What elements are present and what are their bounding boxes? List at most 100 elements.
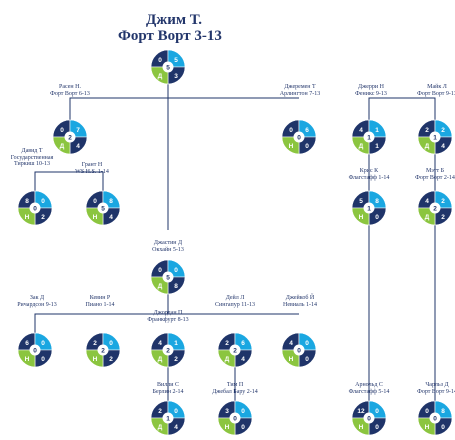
quadrant-value-br: 4 xyxy=(109,214,113,221)
quadrant-value-br: 3 xyxy=(174,73,178,80)
center-disc xyxy=(64,131,76,143)
quadrant-value-tr: 2 xyxy=(441,198,445,205)
quadrant-value-tl: 2 xyxy=(158,408,162,415)
quadrant-bl xyxy=(281,136,300,155)
quadrant-bl xyxy=(417,136,436,155)
quadrant-value-bl: Д xyxy=(158,356,163,363)
center-value: 2 xyxy=(433,205,437,212)
quadrant-value-br: 0 xyxy=(305,143,309,150)
quadrant-value-bl: Н xyxy=(289,356,294,363)
quadrant-value-bl: Н xyxy=(25,214,30,221)
node-name: Джастин Д xyxy=(153,240,183,246)
center-value: 5 xyxy=(166,64,170,71)
quadrant-value-tl: 0 xyxy=(158,57,162,64)
quadrant-value-tl: 0 xyxy=(425,408,429,415)
quadrant-value-br: 0 xyxy=(241,424,245,431)
node-place: Сингапур 11-13 xyxy=(215,301,255,308)
center-disc xyxy=(293,344,305,356)
quadrant-value-bl: Н xyxy=(359,424,364,431)
quadrant-value-br: 2 xyxy=(441,214,445,221)
node-place: Берлин 2-14 xyxy=(152,388,184,395)
center-value: 1 xyxy=(367,134,371,141)
quadrant-value-br: 2 xyxy=(109,356,113,363)
quadrant-value-tr: 0 xyxy=(41,198,45,205)
quadrant-bl xyxy=(150,349,169,368)
root-place: Форт Ворт 3-13 xyxy=(118,28,222,44)
node-name: Тим П xyxy=(226,382,244,388)
center-value: 5 xyxy=(101,205,105,212)
node-name: Джеремен Т xyxy=(284,84,316,90)
node-name: Зак Д xyxy=(29,295,45,301)
center-disc xyxy=(429,202,441,214)
quadrant-value-bl: Д xyxy=(425,143,430,150)
quadrant-value-bl: Д xyxy=(158,73,163,80)
quadrant-value-tr: 0 xyxy=(305,340,309,347)
quadrant-value-br: 0 xyxy=(41,356,45,363)
node-name: Грант Н xyxy=(81,162,103,168)
center-value: 0 xyxy=(297,347,301,354)
node-place: Форт Ворт 9-13 xyxy=(417,90,455,97)
node-place: Пиано 1-14 xyxy=(85,301,115,308)
connector-lines xyxy=(34,50,436,401)
center-disc xyxy=(229,344,241,356)
center-disc xyxy=(97,202,109,214)
node-name: Кевин Р xyxy=(89,295,111,301)
quadrant-value-tr: 1 xyxy=(174,340,178,347)
quadrant-value-tl: 4 xyxy=(359,127,363,134)
center-disc xyxy=(29,344,41,356)
quadrant-bl xyxy=(52,136,71,155)
center-disc xyxy=(363,131,375,143)
quadrant-value-bl: Н xyxy=(359,214,364,221)
center-value: 2 xyxy=(68,134,72,141)
quadrant-bl xyxy=(417,417,436,436)
node-place: Флагстафф 1-14 xyxy=(348,174,390,181)
quadrant-value-tr: 8 xyxy=(109,198,113,205)
quadrant-value-bl: Н xyxy=(225,424,230,431)
connector-line xyxy=(368,97,436,120)
quadrant-value-tr: 8 xyxy=(441,408,445,415)
center-disc xyxy=(162,344,174,356)
quadrant-value-br: 8 xyxy=(174,283,178,290)
quadrant-value-tr: 6 xyxy=(241,340,245,347)
root-name: Джим Т. xyxy=(146,12,203,28)
quadrant-value-tl: 4 xyxy=(158,340,162,347)
node-name: Вилли С xyxy=(157,382,179,388)
center-disc xyxy=(97,344,109,356)
center-value: 0 xyxy=(33,205,37,212)
quadrant-value-tr: 7 xyxy=(76,127,80,134)
quadrant-value-br: 4 xyxy=(241,356,245,363)
node-name: Майк Л xyxy=(427,84,447,90)
quadrant-bl xyxy=(17,207,36,226)
node-place: Флагстафф 5-14 xyxy=(348,388,390,395)
node-place: Окхайн 5-13 xyxy=(152,246,184,253)
node-place: Форт Ворт 9-14 xyxy=(417,388,455,395)
quadrant-value-bl: Н xyxy=(25,356,30,363)
